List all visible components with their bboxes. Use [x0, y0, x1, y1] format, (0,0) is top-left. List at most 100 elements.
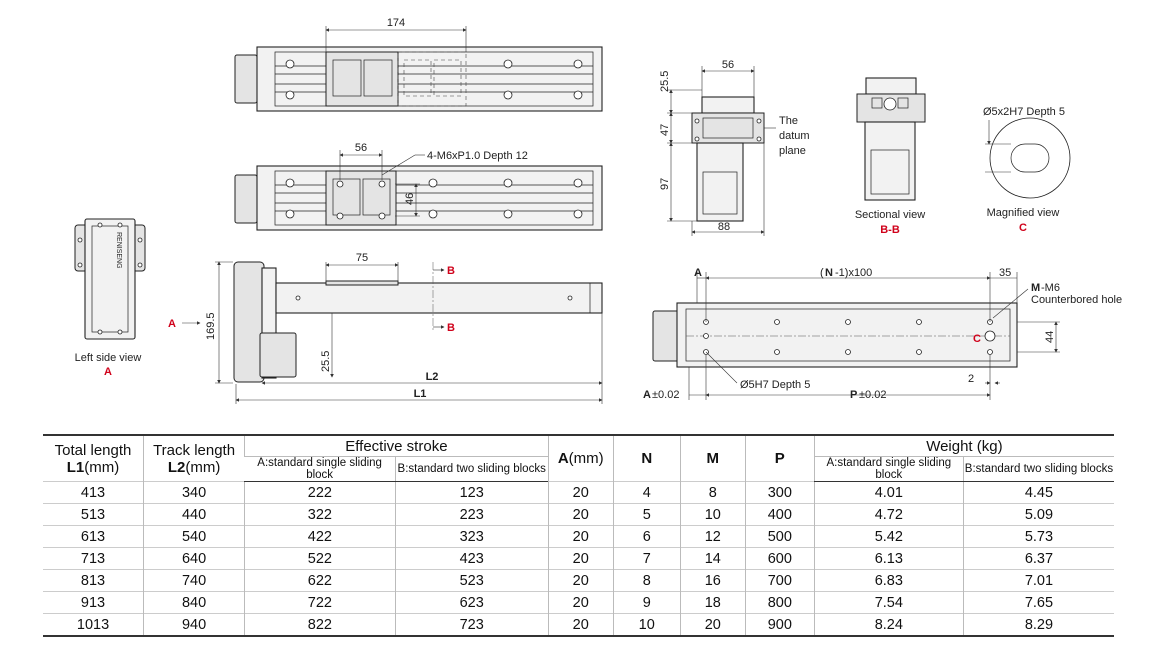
table-cell: 4.45: [962, 481, 1114, 504]
table-cell: 20: [547, 591, 614, 614]
table-cell: 7.65: [962, 591, 1114, 614]
sectional-caption: Sectional view: [855, 209, 925, 221]
table-cell: 440: [143, 503, 245, 526]
datum-line1: The: [779, 115, 798, 127]
table-cell: 600: [744, 547, 815, 570]
col-effective-stroke: Effective stroke: [244, 434, 549, 457]
table-cell: 713: [43, 547, 144, 570]
col-weight-b: B:standard two sliding blocks: [962, 456, 1114, 482]
bottom-dim-N: N: [825, 267, 833, 279]
middle-view: 56 4-M6xP1.0 Depth 12 46: [234, 142, 603, 231]
table-cell: 423: [394, 547, 549, 570]
dim-75: 75: [356, 252, 368, 264]
table-cell: 6.83: [813, 569, 964, 592]
dim-174: 174: [387, 17, 405, 29]
table-cell: 523: [394, 569, 549, 592]
front-dim-56: 56: [722, 59, 734, 71]
hole-note: Ø5H7 Depth 5: [740, 379, 810, 391]
counterbore-label: Counterbored hole: [1031, 294, 1122, 306]
table-cell: 640: [143, 547, 245, 570]
label-L2: L2: [426, 371, 439, 383]
table-cell: 9: [612, 591, 681, 614]
table-cell: 6: [612, 525, 681, 548]
P-tol-rest: ±0.02: [859, 389, 886, 401]
table-cell: 20: [547, 547, 614, 570]
table-cell: 813: [43, 569, 144, 592]
magnified-caption-letter: C: [1019, 222, 1027, 234]
col-a: A(mm): [547, 434, 614, 482]
table-cell: 322: [244, 503, 396, 526]
technical-drawing: 174 56 4-M6xP1.0 Depth 12 46: [74, 17, 1122, 404]
table-cell: 740: [143, 569, 245, 592]
front-dim-97: 97: [659, 178, 671, 190]
table-cell: 14: [679, 547, 746, 570]
side-view: 75 169.5 25.5 L2 L1 B B A: [168, 252, 603, 404]
dim-25-5: 25.5: [320, 351, 332, 372]
dim-56-top: 56: [355, 142, 367, 154]
table-cell: 7.54: [813, 591, 964, 614]
sectional-view: Sectional view B-B: [855, 77, 926, 236]
section-B-top: B: [447, 265, 455, 277]
table-cell: 8: [679, 481, 746, 504]
dim-169-5: 169.5: [205, 312, 217, 340]
table-cell: 223: [394, 503, 549, 526]
bottom-dim-44: 44: [1044, 331, 1056, 343]
table-cell: 840: [143, 591, 245, 614]
second-slider-dashed: [397, 51, 467, 107]
datum-line2: datum: [779, 130, 810, 142]
col-track-length: Track length L2(mm): [143, 434, 245, 482]
table-cell: 400: [744, 503, 815, 526]
front-dim-88: 88: [718, 221, 730, 233]
table-cell: 940: [143, 613, 245, 637]
table-cell: 18: [679, 591, 746, 614]
table-cell: 723: [394, 613, 549, 637]
slider-block: [325, 51, 399, 107]
table-cell: 20: [679, 613, 746, 637]
col-total-length: Total length L1(mm): [43, 434, 144, 482]
view-arrow-A: A: [168, 318, 176, 330]
table-cell: 8.24: [813, 613, 964, 637]
table-cell: 1013: [43, 613, 144, 637]
table-cell: 913: [43, 591, 144, 614]
table-cell: 5: [612, 503, 681, 526]
table-cell: 300: [744, 481, 815, 504]
table-cell: 900: [744, 613, 815, 637]
table-cell: 4.72: [813, 503, 964, 526]
table-cell: 222: [244, 481, 396, 504]
table-cell: 622: [244, 569, 396, 592]
table-cell: 422: [244, 525, 396, 548]
table-cell: 7.01: [962, 569, 1114, 592]
bottom-dim-A: A: [694, 267, 702, 279]
table-cell: 7: [612, 547, 681, 570]
left-side-view: RENISENG Left side view A: [74, 218, 146, 378]
table-cell: 6.37: [962, 547, 1114, 570]
A-tol-rest: ±0.02: [652, 389, 679, 401]
bottom-dim-N-rest: -1)x100: [835, 267, 872, 279]
side-rail: [275, 282, 603, 314]
table-cell: 700: [744, 569, 815, 592]
table-cell: 20: [547, 613, 614, 637]
table-cell: 340: [143, 481, 245, 504]
table-cell: 10: [679, 503, 746, 526]
magnified-view: Ø5x2H7 Depth 5 Magnified view C: [983, 106, 1071, 234]
left-side-caption: Left side view: [75, 352, 142, 364]
logo-text: RENISENG: [115, 232, 122, 269]
col-weight: Weight (kg): [813, 434, 1114, 457]
bottom-dim-35: 35: [999, 267, 1011, 279]
datum-line3: plane: [779, 145, 806, 157]
table-cell: 4.01: [813, 481, 964, 504]
M-bold: M: [1031, 282, 1040, 294]
table-cell: 722: [244, 591, 396, 614]
table-cell: 5.73: [962, 525, 1114, 548]
magnified-note: Ø5x2H7 Depth 5: [983, 106, 1065, 118]
table-cell: 800: [744, 591, 815, 614]
table-cell: 540: [143, 525, 245, 548]
magnified-caption: Magnified view: [987, 207, 1060, 219]
top-view: 174: [234, 17, 603, 112]
table-cell: 4: [612, 481, 681, 504]
table-cell: 8: [612, 569, 681, 592]
